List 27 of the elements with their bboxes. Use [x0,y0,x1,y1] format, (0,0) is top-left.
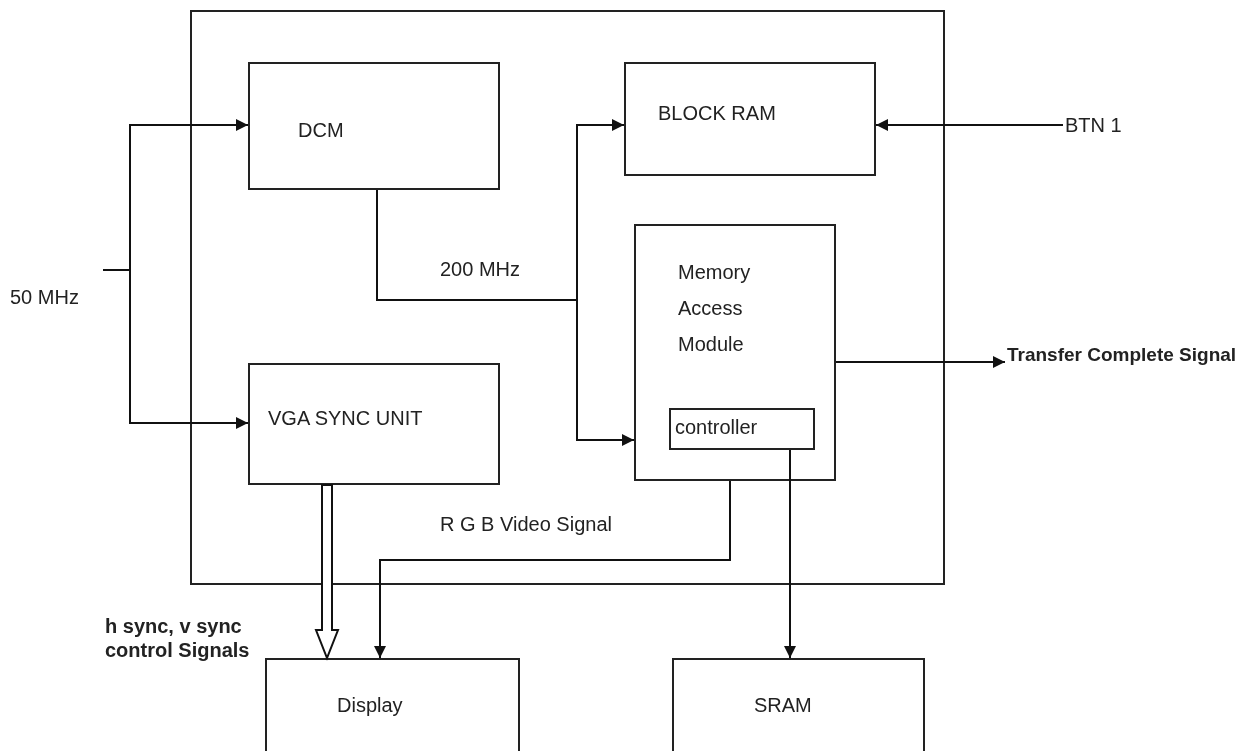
module-box [248,62,500,190]
signal-label: Transfer Complete Signal [1007,343,1238,367]
submodule-box [669,408,815,450]
block-label: controller [675,416,758,439]
block-label: DCM [298,119,344,142]
block-label: BLOCK RAM [658,102,776,125]
edge-label: R G B Video Signal [440,513,612,536]
edge-label: h sync, v sync control Signals [105,614,251,662]
system-boundary-box [190,10,945,585]
edge-label: 200 MHz [440,258,521,281]
block-label: SRAM [754,694,812,717]
arrow [875,119,1064,131]
module-box [624,62,876,176]
block-label: Display [337,694,403,717]
module-box [248,363,500,485]
signal-label: BTN 1 [1065,114,1122,137]
arrow [835,356,1006,368]
module-box [634,224,836,481]
block-label: VGA SYNC UNIT [268,407,423,430]
connector-line [374,480,731,659]
device-box [672,658,925,751]
hollow-arrow [314,484,340,661]
device-box [265,658,520,751]
connector-line [102,269,249,429]
arrow [784,449,796,659]
block-label: Memory Access Module [678,260,752,357]
signal-label: 50 MHz [10,286,79,309]
